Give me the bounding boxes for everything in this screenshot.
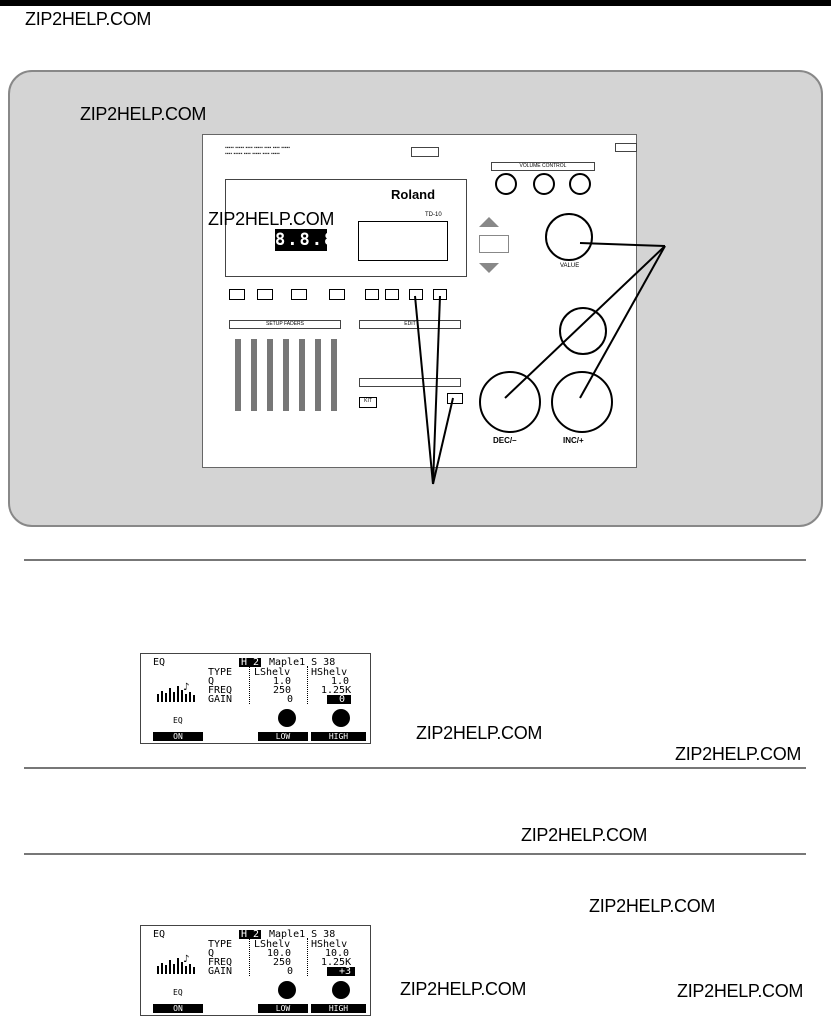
svg-text:♪: ♪ bbox=[183, 682, 189, 693]
lcd-screen-eq-1: EQ H 2 Maple1 S 38 TYPE LShelv HShelv Q … bbox=[140, 653, 371, 744]
phones-volume-knob bbox=[533, 173, 555, 195]
section-divider bbox=[24, 853, 806, 855]
watermark: ZIP2HELP.COM bbox=[25, 9, 152, 29]
watermark: ZIP2HELP.COM bbox=[677, 981, 804, 1001]
drum-module-illustration: ▪▪▪▪▪ ▪▪▪▪▪ ▪▪▪▪ ▪▪▪▪▪ ▪▪▪▪ ▪▪▪▪ ▪▪▪▪▪ ▪… bbox=[202, 134, 637, 468]
high-knob-icon bbox=[332, 981, 350, 999]
dec-label: DEC/– bbox=[493, 436, 517, 445]
watermark: ZIP2HELP.COM bbox=[521, 825, 648, 845]
faders-label: SETUP FADERS bbox=[229, 320, 341, 329]
lcd-tab-high: HIGH bbox=[311, 732, 366, 741]
value-dial-label: VALUE bbox=[560, 263, 580, 269]
section-divider bbox=[24, 559, 806, 561]
kit-button: KIT bbox=[359, 397, 377, 408]
display-housing bbox=[225, 179, 467, 277]
low-knob-icon bbox=[278, 981, 296, 999]
watermark: ZIP2HELP.COM bbox=[589, 896, 716, 916]
watermark: ZIP2HELP.COM bbox=[80, 104, 207, 124]
watermark: ZIP2HELP.COM bbox=[416, 723, 543, 743]
watermark: ZIP2HELP.COM bbox=[675, 744, 802, 764]
lcd-screen-eq-2: EQ H 2 Maple1 S 38 TYPE LShelv HShelv Q … bbox=[140, 925, 371, 1016]
eq-graphic-icon: ♪ bbox=[157, 954, 195, 974]
watermark: ZIP2HELP.COM bbox=[400, 979, 527, 999]
fader-bank bbox=[231, 339, 341, 411]
eq-graphic-icon: ♪ bbox=[157, 682, 195, 702]
inc-dial bbox=[551, 371, 613, 433]
led-display: 8.8.8 bbox=[275, 229, 337, 251]
high-knob-icon bbox=[332, 709, 350, 727]
lcd-tab-low: LOW bbox=[258, 1004, 308, 1013]
volume-control-label: VOLUME CONTROL bbox=[491, 162, 595, 171]
edit-section-label: EDIT bbox=[359, 320, 461, 329]
brand-logo: Roland bbox=[391, 187, 436, 202]
lcd-window bbox=[358, 221, 448, 261]
lcd-tab-low: LOW bbox=[258, 732, 308, 741]
lcd-tab-on: ON bbox=[153, 1004, 203, 1013]
master-volume-knob bbox=[495, 173, 517, 195]
top-rule bbox=[0, 0, 831, 6]
svg-text:♪: ♪ bbox=[183, 954, 189, 965]
value-dial bbox=[545, 213, 593, 261]
model-name: TD-10 bbox=[425, 212, 442, 218]
watermark: ZIP2HELP.COM bbox=[208, 209, 335, 229]
click-volume-knob bbox=[569, 173, 591, 195]
inc-label: INC/+ bbox=[563, 436, 584, 445]
lcd-tab-on: ON bbox=[153, 732, 203, 741]
lcd-tab-high: HIGH bbox=[311, 1004, 366, 1013]
low-knob-icon bbox=[278, 709, 296, 727]
section-divider bbox=[24, 767, 806, 769]
dec-dial bbox=[479, 371, 541, 433]
